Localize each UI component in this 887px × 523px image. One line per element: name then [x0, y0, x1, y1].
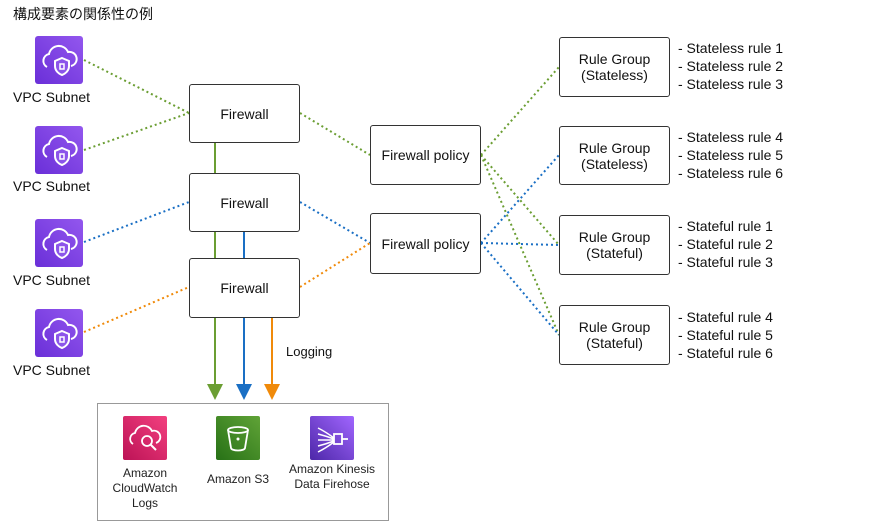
vpc-subnet-label: VPC Subnet [13, 272, 91, 288]
rule-group-kind: (Stateful) [586, 335, 643, 351]
diagram-title: 構成要素の関係性の例 [13, 6, 153, 22]
firehose-label: Amazon Kinesis Data Firehose [288, 462, 376, 491]
vpc2-to-firewall1 [83, 112, 190, 151]
rule-item: - Stateful rule 4 [678, 309, 773, 325]
firewall3-to-policy2 [299, 242, 371, 288]
rule-item: - Stateless rule 5 [678, 147, 784, 163]
policy2-to-rg4 [480, 242, 560, 336]
vpc-subnet-label: VPC Subnet [13, 178, 91, 194]
rule-group-box: Rule Group (Stateless) [559, 126, 670, 185]
rule-item: - Stateful rule 5 [678, 327, 773, 343]
rule-group-kind: (Stateless) [581, 67, 648, 83]
firewall-policy-box: Firewall policy [370, 213, 481, 274]
firewall1-to-policy1 [299, 112, 371, 156]
policy2-to-rg2 [480, 154, 560, 244]
s3-label: Amazon S3 [206, 472, 270, 486]
rule-group-kind: (Stateless) [581, 155, 648, 172]
firewall-policy-box: Firewall policy [370, 125, 481, 185]
rule-group-kind: (Stateful) [586, 245, 643, 261]
rule-group-name: Rule Group [578, 229, 651, 245]
rule-group-box: Rule Group (Stateful) [559, 305, 670, 365]
rule-list: - Stateless rule 4 - Stateless rule 5 - … [678, 128, 783, 182]
vpc3-to-firewall2 [83, 201, 190, 243]
rule-item: - Stateless rule 6 [678, 165, 784, 181]
vpc-subnet-icon [35, 36, 83, 84]
policy2-to-rg3 [480, 242, 560, 246]
rule-group-name: Rule Group [578, 51, 651, 67]
cloudwatch-logs-icon [123, 416, 167, 460]
rule-item: - Stateless rule 3 [678, 76, 784, 92]
vpc4-to-firewall3 [83, 286, 190, 333]
rule-item: - Stateless rule 2 [678, 58, 784, 74]
policy1-to-rg3 [480, 154, 560, 246]
rule-item: - Stateful rule 1 [678, 218, 773, 234]
rule-item: - Stateless rule 4 [678, 129, 784, 145]
rule-item: - Stateful rule 3 [678, 254, 773, 270]
s3-bucket-icon [216, 416, 260, 460]
rule-group-name: Rule Group [578, 139, 651, 156]
rule-list: - Stateful rule 1 - Stateful rule 2 - St… [678, 217, 773, 271]
policy1-to-rg1 [480, 66, 560, 156]
vpc-subnet-label: VPC Subnet [13, 362, 91, 378]
cloudwatch-logs-label: Amazon CloudWatch Logs [112, 466, 178, 510]
rule-group-name: Rule Group [578, 319, 651, 335]
firewall2-to-policy2 [299, 201, 371, 244]
vpc-subnet-icon [35, 219, 83, 267]
vpc-subnet-label: VPC Subnet [13, 89, 91, 105]
rule-group-box: Rule Group (Stateless) [559, 37, 670, 97]
rule-item: - Stateless rule 1 [678, 40, 784, 56]
firewall-box: Firewall [189, 84, 300, 143]
rule-group-box: Rule Group (Stateful) [559, 215, 670, 275]
vpc1-to-firewall1 [83, 59, 190, 114]
vpc-subnet-icon [35, 126, 83, 174]
rule-list: - Stateful rule 4 - Stateful rule 5 - St… [678, 308, 773, 362]
firewall-box: Firewall [189, 258, 300, 318]
firewall-box: Firewall [189, 173, 300, 232]
vpc-subnet-icon [35, 309, 83, 357]
logging-destinations-frame: Amazon CloudWatch Logs Amazon S3 Amazon … [97, 403, 389, 521]
rule-item: - Stateful rule 2 [678, 236, 773, 252]
rule-list: - Stateless rule 1 - Stateless rule 2 - … [678, 39, 783, 93]
rule-item: - Stateful rule 6 [678, 345, 773, 361]
firehose-icon [310, 416, 354, 460]
logging-label: Logging [286, 344, 333, 359]
